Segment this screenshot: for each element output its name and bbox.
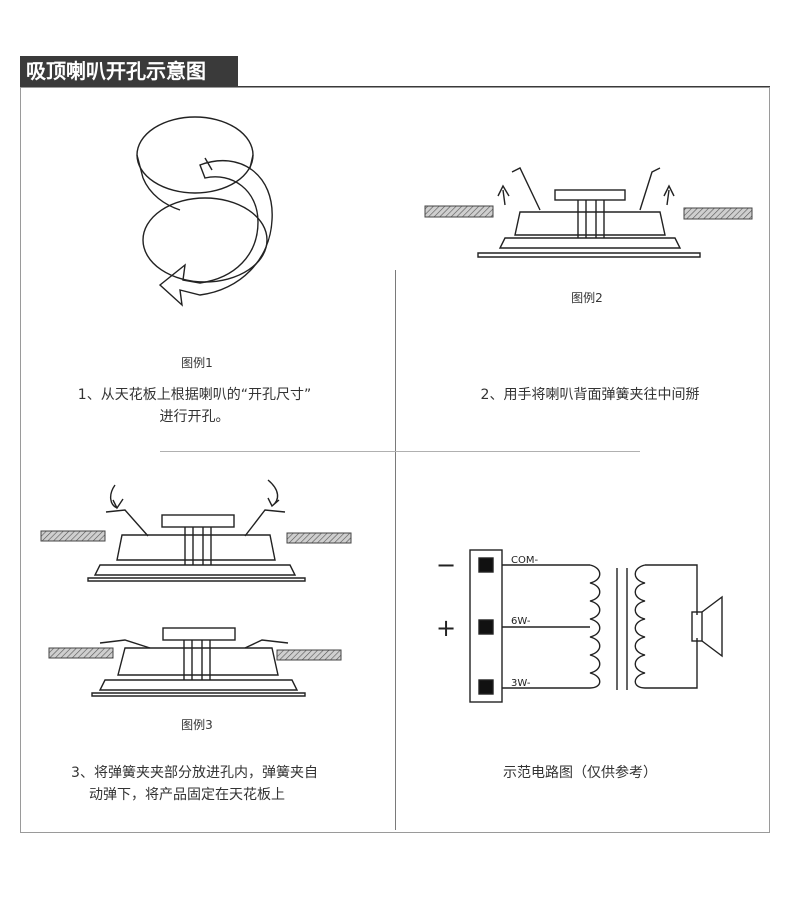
diagram-frame (20, 87, 770, 833)
page-title: 吸顶喇叭开孔示意图 (20, 56, 238, 86)
figure-3-step-line-2: 动弹下，将产品固定在天花板上 (89, 787, 285, 803)
figure-2-step-line-1: 2、用手将喇叭背面弹簧夹往中间掰 (480, 387, 700, 403)
figure-1-caption: 图例1 (181, 356, 213, 370)
horizontal-divider (160, 451, 640, 452)
figure-2-caption: 图例2 (571, 291, 603, 305)
figure-3-step-line-1: 3、将弹簧夹夹部分放进孔内，弹簧夹自 (71, 765, 318, 781)
figure-3-caption: 图例3 (181, 718, 213, 732)
vertical-divider (395, 270, 396, 830)
figure-1-step-line-1: 1、从天花板上根据喇叭的“开孔尺寸” (77, 387, 312, 403)
figure-1-step-line-2: 进行开孔。 (159, 409, 230, 425)
circuit-caption: 示范电路图（仅供参考） (503, 765, 657, 781)
